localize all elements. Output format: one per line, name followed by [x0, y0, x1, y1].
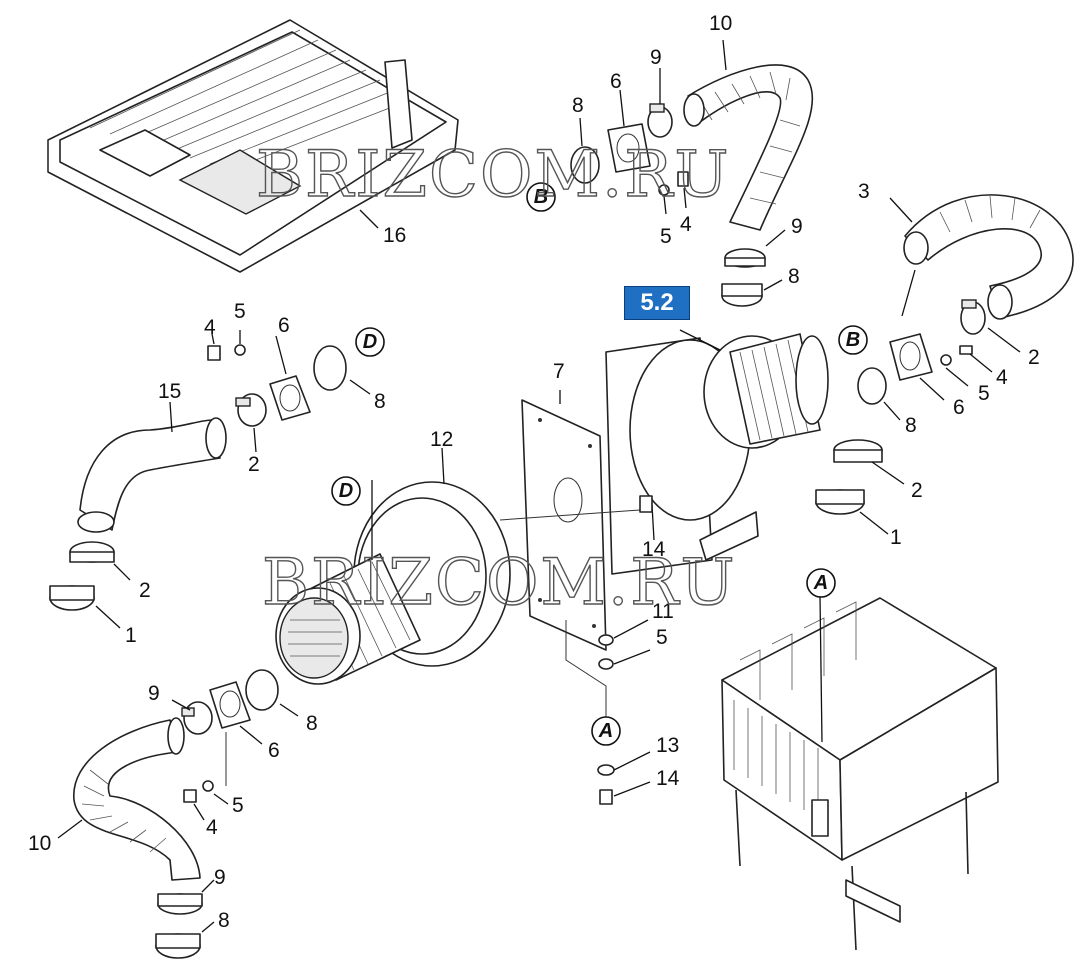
label-6-left: 6	[278, 314, 290, 337]
ref-d-lower: D	[331, 476, 361, 506]
label-9-lower-left: 9	[148, 682, 160, 705]
label-8-upper: 8	[788, 265, 800, 288]
label-5-left: 5	[234, 300, 246, 323]
watermark-top: BRIZCOM.RU	[256, 138, 730, 212]
hose-bottom-left	[57, 669, 299, 959]
ref-d-upper: D	[355, 327, 385, 357]
blower-upper	[605, 329, 829, 575]
label-6-top: 6	[610, 70, 622, 93]
label-4-lower-left: 4	[206, 816, 218, 839]
label-9-top: 9	[650, 46, 662, 69]
frame-cabinet	[721, 595, 999, 951]
ref-a-frame: A	[806, 568, 836, 598]
label-5-right: 5	[978, 382, 990, 405]
svg-text:A: A	[598, 720, 613, 742]
label-9-upper: 9	[791, 215, 803, 238]
label-15: 15	[158, 380, 181, 403]
mounting-plate	[499, 390, 641, 651]
ref-b-right: B	[838, 325, 868, 355]
section-badge: 5.2	[624, 286, 690, 320]
label-2-right: 2	[911, 479, 923, 502]
blower-lower	[275, 447, 511, 685]
label-10-lower: 10	[28, 832, 51, 855]
label-2-left: 2	[248, 453, 260, 476]
filter-lid	[47, 19, 459, 273]
label-7: 7	[553, 360, 565, 383]
svg-text:A: A	[813, 572, 828, 594]
ref-a-center: A	[591, 716, 621, 746]
label-8-left: 8	[374, 390, 386, 413]
ref-b-top: B	[526, 182, 556, 212]
label-1-right: 1	[890, 526, 902, 549]
label-12: 12	[430, 428, 453, 451]
label-8-top: 8	[572, 94, 584, 117]
top-fittings	[570, 68, 689, 215]
hose-right	[889, 194, 1074, 320]
svg-text:B: B	[534, 186, 548, 208]
label-14-upper: 14	[642, 538, 666, 561]
label-11: 11	[652, 600, 674, 623]
label-2-right-top: 2	[1028, 346, 1040, 369]
center-fasteners	[565, 495, 653, 805]
part-labels: 10 9 6 8 3 9 8 5 4 16 4 5 6 15 2 8 7 12 …	[28, 12, 1040, 932]
label-1-left: 1	[125, 624, 137, 647]
svg-text:D: D	[339, 480, 353, 502]
label-8-lower-left: 8	[306, 712, 318, 735]
label-9-bottom: 9	[214, 866, 226, 889]
label-16: 16	[383, 224, 406, 247]
hose-top-right	[683, 39, 814, 231]
right-fittings	[815, 299, 1021, 535]
label-8-bottom: 8	[218, 909, 230, 932]
label-4-top: 4	[680, 213, 692, 236]
label-8-right: 8	[905, 414, 917, 437]
label-6-lower-left: 6	[268, 739, 280, 762]
label-5-lower-left: 5	[232, 794, 244, 817]
label-10-top: 10	[709, 12, 732, 35]
watermark-center: BRIZCOM.RU	[262, 546, 736, 620]
label-6-right: 6	[953, 396, 965, 419]
label-4-right: 4	[996, 366, 1008, 389]
svg-text:B: B	[846, 329, 860, 351]
svg-text:D: D	[363, 331, 377, 353]
hose-left	[49, 330, 371, 629]
label-5-top: 5	[660, 225, 672, 248]
label-2-left-lower: 2	[139, 579, 151, 602]
label-14-lower: 14	[656, 767, 680, 790]
label-5-center: 5	[656, 626, 668, 649]
label-13: 13	[656, 734, 679, 757]
label-4-left: 4	[204, 316, 216, 339]
clamp-ring-upper	[721, 229, 786, 307]
label-3: 3	[858, 180, 870, 203]
